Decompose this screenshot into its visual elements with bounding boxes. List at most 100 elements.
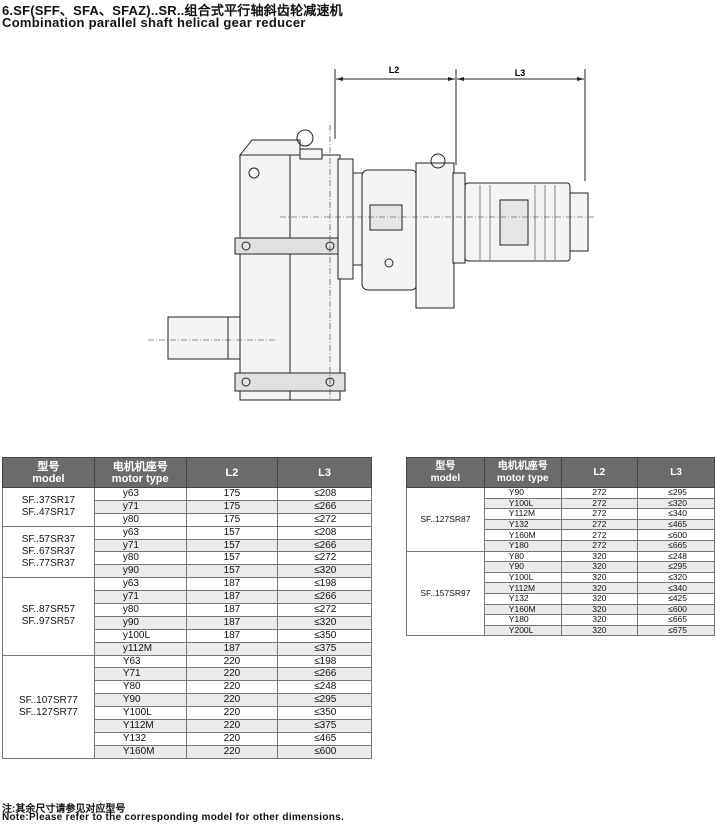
l3-cell: ≤465 <box>637 518 715 531</box>
dim-l3-label: L3 <box>515 68 526 78</box>
l3-cell: ≤266 <box>277 538 372 553</box>
motor-type-cell: Y100L <box>483 497 562 510</box>
model-cell: SF..157SR97 <box>406 550 485 637</box>
l2-cell: 220 <box>185 731 279 746</box>
motor-type-cell: Y112M <box>483 508 562 520</box>
l2-cell: 187 <box>185 577 279 592</box>
motor-type-cell: Y180 <box>483 539 562 552</box>
l3-cell: ≤340 <box>637 582 715 594</box>
l2-cell: 320 <box>560 561 639 573</box>
motor-type-cell: Y160M <box>93 744 187 759</box>
l3-cell: ≤600 <box>637 529 715 541</box>
l2-cell: 220 <box>185 680 279 695</box>
l3-cell: ≤266 <box>277 667 372 682</box>
l3-cell: ≤340 <box>637 508 715 520</box>
motor-type-cell: Y90 <box>483 487 562 499</box>
l2-cell: 320 <box>560 624 639 637</box>
motor-type-cell: y90 <box>93 564 187 579</box>
l3-cell: ≤375 <box>277 641 372 656</box>
motor-type-cell: Y90 <box>93 693 187 708</box>
motor-type-cell: Y100L <box>483 571 562 584</box>
l3-cell: ≤675 <box>637 624 715 637</box>
l2-cell: 187 <box>185 603 279 617</box>
l2-cell: 157 <box>185 525 279 540</box>
l2-cell: 320 <box>560 603 639 616</box>
l3-cell: ≤295 <box>637 561 715 573</box>
l2-cell: 272 <box>560 518 639 531</box>
l2-cell: 157 <box>185 538 279 553</box>
l3-cell: ≤320 <box>637 497 715 510</box>
motor-type-cell: Y71 <box>93 667 187 682</box>
l3-cell: ≤248 <box>277 680 372 695</box>
l3-cell: ≤248 <box>637 550 715 563</box>
gear-reducer-drawing: L2 L3 <box>148 65 595 401</box>
l2-cell: 175 <box>185 512 279 527</box>
l2-cell: 157 <box>185 551 279 566</box>
l3-cell: ≤600 <box>277 744 372 759</box>
motor-type-cell: y90 <box>93 615 187 630</box>
l3-cell: ≤295 <box>277 693 372 708</box>
motor-type-cell: Y160M <box>483 529 562 541</box>
header-l2: L2 <box>185 457 279 488</box>
motor-type-cell: y80 <box>93 512 187 527</box>
l3-cell: ≤266 <box>277 499 372 514</box>
l3-cell: ≤465 <box>277 731 372 746</box>
l2-cell: 320 <box>560 614 639 626</box>
l3-cell: ≤425 <box>637 592 715 605</box>
note-cn: 注:其余尺寸请参见对应型号 <box>2 804 126 815</box>
l2-cell: 157 <box>185 564 279 579</box>
motor-type-cell: Y132 <box>483 592 562 605</box>
dim-l2-label: L2 <box>389 65 400 75</box>
l3-cell: ≤375 <box>277 719 372 733</box>
l2-cell: 272 <box>560 539 639 552</box>
motor-type-cell: y63 <box>93 577 187 592</box>
motor-type-cell: y80 <box>93 603 187 617</box>
l3-cell: ≤665 <box>637 614 715 626</box>
motor-type-cell: y100L <box>93 628 187 643</box>
note-en: Note:Please refer to the corresponding m… <box>2 812 345 823</box>
l2-cell: 272 <box>560 487 639 499</box>
motor-type-cell: Y90 <box>483 561 562 573</box>
l2-cell: 272 <box>560 497 639 510</box>
l3-cell: ≤665 <box>637 539 715 552</box>
l2-cell: 220 <box>185 667 279 682</box>
l3-cell: ≤272 <box>277 512 372 527</box>
page-title-en: Combination parallel shaft helical gear … <box>2 15 306 30</box>
l2-cell: 187 <box>185 628 279 643</box>
l3-cell: ≤320 <box>277 564 372 579</box>
motor-type-cell: y71 <box>93 590 187 605</box>
motor-type-cell: y71 <box>93 538 187 553</box>
l3-cell: ≤320 <box>637 571 715 584</box>
l2-cell: 272 <box>560 529 639 541</box>
l3-cell: ≤600 <box>637 603 715 616</box>
motor-type-cell: Y200L <box>483 624 562 637</box>
l2-cell: 220 <box>185 744 279 759</box>
motor-type-cell: Y180 <box>483 614 562 626</box>
